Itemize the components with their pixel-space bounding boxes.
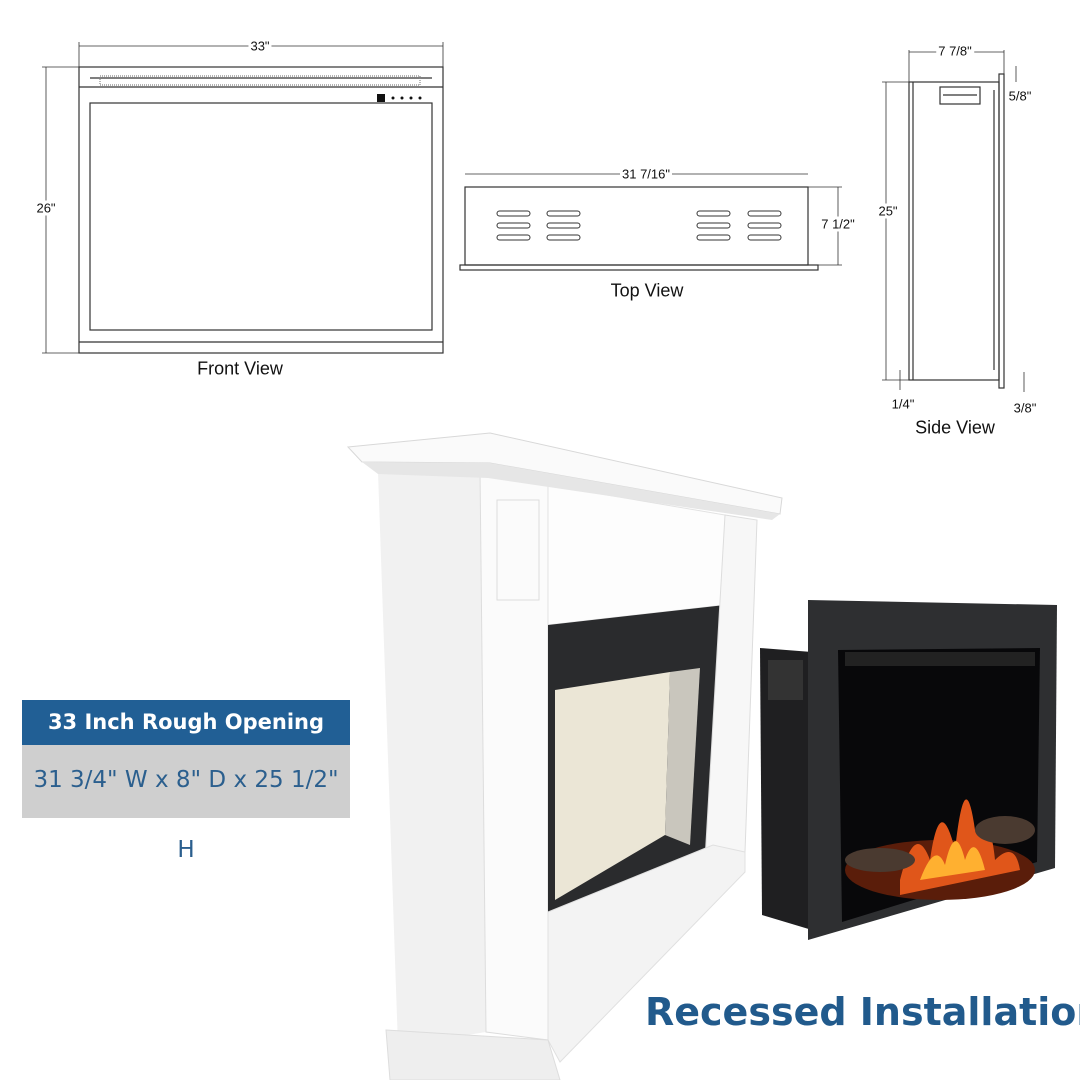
front-width-dimension: 33": [248, 38, 272, 54]
side-height-dimension: 25": [876, 203, 900, 219]
side-flange-dimension: 5/8": [1006, 88, 1034, 104]
top-depth-dimension: 7 1/2": [819, 216, 857, 232]
headline: Recessed Installation: [645, 990, 1080, 1034]
side-depth-dimension: 7 7/8": [936, 43, 974, 59]
spec-value: 31 3/4" W x 8" D x 25 1/2" H: [22, 745, 350, 863]
front-height-dimension: 26": [34, 200, 58, 216]
top-width-dimension: 31 7/16": [620, 166, 672, 182]
spec-title: 33 Inch Rough Opening: [22, 700, 350, 745]
top-view-drawing: [459, 173, 842, 271]
side-bottom-dimension: 3/8": [1011, 400, 1039, 416]
front-view-drawing: [42, 42, 444, 354]
side-view-drawing: [882, 50, 1025, 392]
side-foot-dimension: 1/4": [889, 396, 917, 412]
mantel-photo: [346, 432, 783, 1080]
front-view-caption: Front View: [197, 358, 283, 379]
rough-opening-spec-box: 33 Inch Rough Opening 31 3/4" W x 8" D x…: [22, 700, 350, 863]
control-panel-icon: [377, 94, 385, 102]
fireplace-insert-photo: [760, 600, 1057, 940]
side-view-caption: Side View: [915, 417, 995, 438]
top-view-caption: Top View: [610, 280, 684, 301]
